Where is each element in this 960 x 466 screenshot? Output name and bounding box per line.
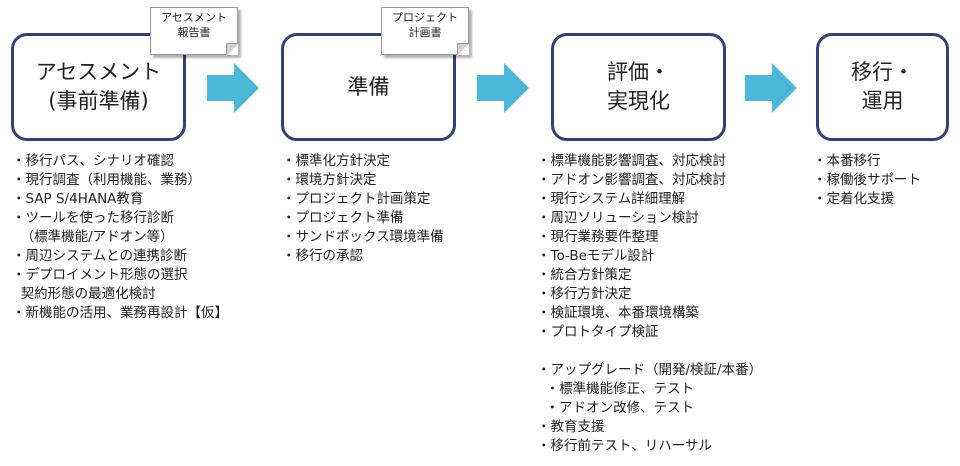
task-item: ・プロジェクト準備 xyxy=(282,210,404,226)
task-item: ・アドオン影響調査、対応検討 xyxy=(537,172,726,188)
task-list-operation: ・本番移行 ・稼働後サポート ・定着化支援 xyxy=(813,152,921,209)
task-item: ・サンドボックス環境準備 xyxy=(282,229,444,245)
task-item: ・現行業務要件整理 xyxy=(537,229,659,245)
task-item: ・本番移行 xyxy=(813,153,881,169)
task-item: ・現行システム詳細理解 xyxy=(537,191,686,207)
task-item: ・標準化方針決定 xyxy=(282,153,390,169)
document-label-line: 計画書 xyxy=(408,26,442,39)
task-item: ・周辺システムとの連携診断 xyxy=(12,248,187,264)
task-item: 契約形態の最適化検討 xyxy=(12,286,156,302)
phase-label-line: 運用 xyxy=(861,89,904,113)
phase-label-line: (事前準備) xyxy=(48,89,149,113)
task-item: ・標準機能影響調査、対応検討 xyxy=(537,153,726,169)
task-item: ・稼働後サポート xyxy=(813,172,921,188)
task-item: ・定着化支援 xyxy=(813,191,894,207)
task-item: （標準機能/アドオン等） xyxy=(12,229,174,245)
phase-box-operation: 移行・ 運用 xyxy=(816,33,949,141)
task-item: ・標準機能修正、テスト xyxy=(537,381,695,397)
task-item: ・移行の承認 xyxy=(282,248,363,264)
page-fold-icon xyxy=(457,43,469,55)
task-item: ・移行方針決定 xyxy=(537,286,632,302)
phase-label-line: 評価・ xyxy=(607,60,670,84)
page-fold-icon xyxy=(226,43,238,55)
phase-label-line: 実現化 xyxy=(607,89,670,113)
phase-label-line: 準備 xyxy=(347,74,390,99)
task-item: ・検証環境、本番環境構築 xyxy=(537,305,699,321)
task-item: ・アップグレード（開発/検証/本番） xyxy=(537,362,763,378)
flow-arrow-2 xyxy=(477,63,529,113)
task-item: ・ツールを使った移行診断 xyxy=(12,210,174,226)
task-item: ・SAP S/4HANA教育 xyxy=(12,191,144,207)
task-item: ・統合方針策定 xyxy=(537,267,632,283)
task-item: ・教育支援 xyxy=(537,419,605,435)
document-label-line: プロジェクト xyxy=(392,11,458,24)
task-item: ・To-Beモデル設計 xyxy=(537,248,655,264)
phase-label-line: 移行・ xyxy=(851,60,914,84)
task-item: ・現行調査（利用機能、業務） xyxy=(12,172,201,188)
task-item: ・環境方針決定 xyxy=(282,172,377,188)
task-list-realization: ・標準機能影響調査、対応検討 ・アドオン影響調査、対応検討 ・現行システム詳細理… xyxy=(537,152,762,456)
phase-label-line: アセスメント xyxy=(35,60,162,84)
task-item: ・移行前テスト、リハーサル xyxy=(537,438,712,454)
flow-arrow-3 xyxy=(745,63,797,113)
task-item: ・デプロイメント形態の選択 xyxy=(12,267,188,283)
task-item: ・アドオン改修、テスト xyxy=(537,400,695,416)
document-project-plan: プロジェクト 計画書 xyxy=(381,7,469,55)
task-list-preparation: ・標準化方針決定 ・環境方針決定 ・プロジェクト計画策定 ・プロジェクト準備 ・… xyxy=(282,152,444,266)
task-item: ・移行パス、シナリオ確認 xyxy=(12,153,174,169)
task-list-assessment: ・移行パス、シナリオ確認 ・現行調査（利用機能、業務） ・SAP S/4HANA… xyxy=(12,152,228,323)
task-item: ・プロトタイプ検証 xyxy=(537,324,659,340)
task-item: ・プロジェクト計画策定 xyxy=(282,191,431,207)
list-spacer xyxy=(537,342,762,361)
phase-box-realization: 評価・ 実現化 xyxy=(551,33,726,141)
document-assessment-report: アセスメント 報告書 xyxy=(150,7,238,55)
document-label-line: 報告書 xyxy=(177,26,211,39)
flow-arrow-1 xyxy=(207,63,259,113)
task-item: ・新機能の活用、業務再設計【仮】 xyxy=(12,305,228,321)
document-label-line: アセスメント xyxy=(161,11,227,24)
task-item: ・周辺ソリューション検討 xyxy=(537,210,699,226)
